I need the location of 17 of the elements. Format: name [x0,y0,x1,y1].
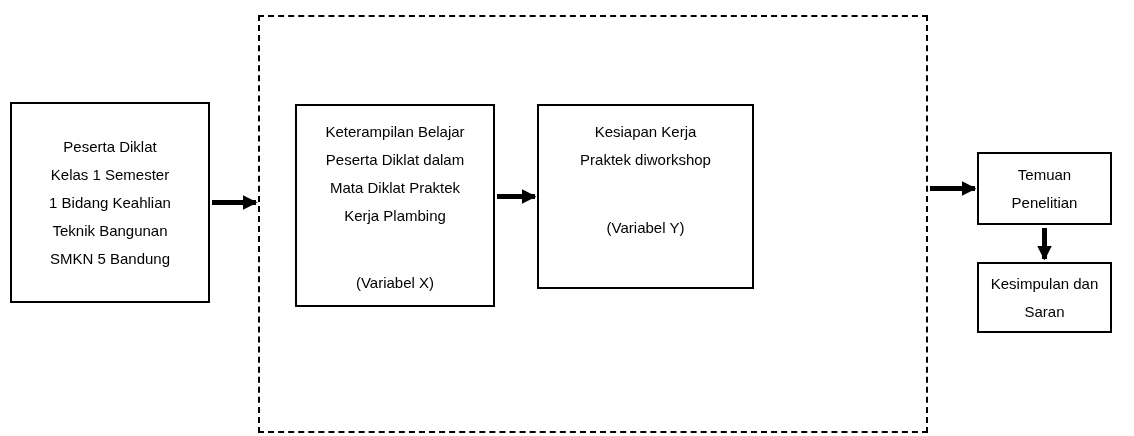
arrow [497,189,537,204]
box-text: Kesimpulan dan Saran [989,273,1100,322]
arrow [212,195,258,210]
box-text: Keterampilan Belajar Peserta Diklat dalam Mata Diklat Praktek Kerja Plambing [324,122,466,226]
dashed-group-box [258,15,928,433]
arrow [930,181,977,196]
process-box [295,104,495,307]
arrow [1037,228,1052,261]
process-box [977,152,1112,225]
box-text: Peserta Diklat Kelas 1 Semester 1 Bidang Keahlian Teknik Bangunan SMKN 5 Bandung [48,136,172,269]
process-box [537,104,754,289]
variable-label: (Variabel X) [354,273,436,293]
process-box [977,262,1112,333]
variable-label: (Variabel Y) [605,218,686,238]
box-text: Temuan Penelitian [1010,164,1079,213]
process-box [10,102,210,303]
box-text: Kesiapan Kerja Praktek diworkshop [579,122,712,170]
